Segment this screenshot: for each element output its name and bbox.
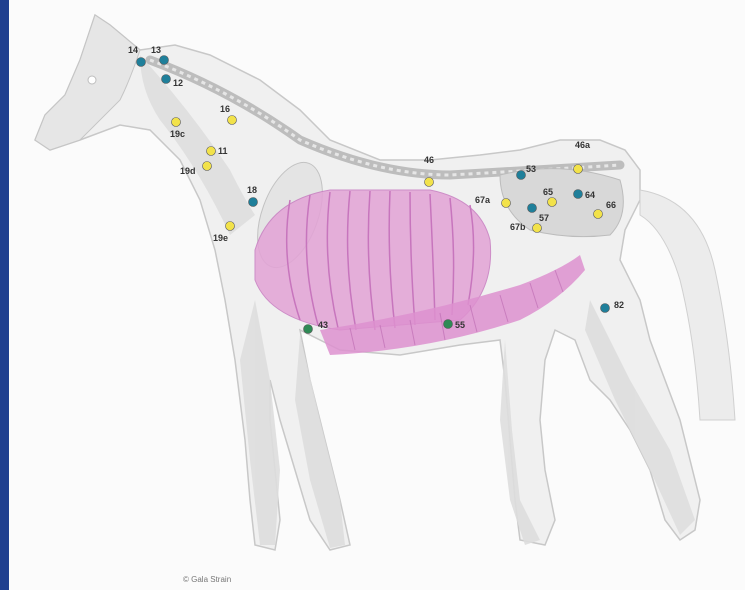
acupoint-label: 46: [424, 155, 434, 165]
acupoint-marker: [226, 222, 235, 231]
acupoint-label: 82: [614, 300, 624, 310]
acupoint-label: 19c: [170, 129, 185, 139]
acupoint-marker: [601, 304, 610, 313]
acupoint-label: 16: [220, 104, 230, 114]
acupoint-marker: [172, 118, 181, 127]
copyright-text: © Gala Strain: [183, 575, 231, 584]
acupoint-marker: [162, 75, 171, 84]
acupoint-label: 18: [247, 185, 257, 195]
acupoint-marker: [137, 58, 146, 67]
acupoint-marker: [548, 198, 557, 207]
acupoint-label: 53: [526, 164, 536, 174]
acupoint-label: 14: [128, 45, 138, 55]
acupoint-label: 13: [151, 45, 161, 55]
eye: [88, 76, 96, 84]
acupoint-marker: [203, 162, 212, 171]
acupoint-label: 67a: [475, 195, 490, 205]
acupoint-label: 19e: [213, 233, 228, 243]
acupoint-marker: [502, 199, 511, 208]
acupoint-marker: [444, 320, 453, 329]
acupoint-marker: [533, 224, 542, 233]
acupoint-marker: [594, 210, 603, 219]
acupoint-label: 65: [543, 187, 553, 197]
acupoint-label: 12: [173, 78, 183, 88]
acupoint-marker: [574, 165, 583, 174]
acupoint-label: 19d: [180, 166, 196, 176]
acupoint-label: 66: [606, 200, 616, 210]
acupoint-marker: [574, 190, 583, 199]
acupoint-label: 43: [318, 320, 328, 330]
acupoint-marker: [228, 116, 237, 125]
acupoint-label: 46a: [575, 140, 590, 150]
acupoint-label: 67b: [510, 222, 526, 232]
acupoint-marker: [304, 325, 313, 334]
acupoint-label: 11: [218, 146, 228, 156]
acupoint-marker: [160, 56, 169, 65]
acupoint-marker: [528, 204, 537, 213]
acupoint-label: 64: [585, 190, 595, 200]
acupoint-marker: [517, 171, 526, 180]
acupoint-label: 57: [539, 213, 549, 223]
acupoint-marker: [425, 178, 434, 187]
acupoint-marker: [207, 147, 216, 156]
acupoint-marker: [249, 198, 258, 207]
acupoint-label: 55: [455, 320, 465, 330]
